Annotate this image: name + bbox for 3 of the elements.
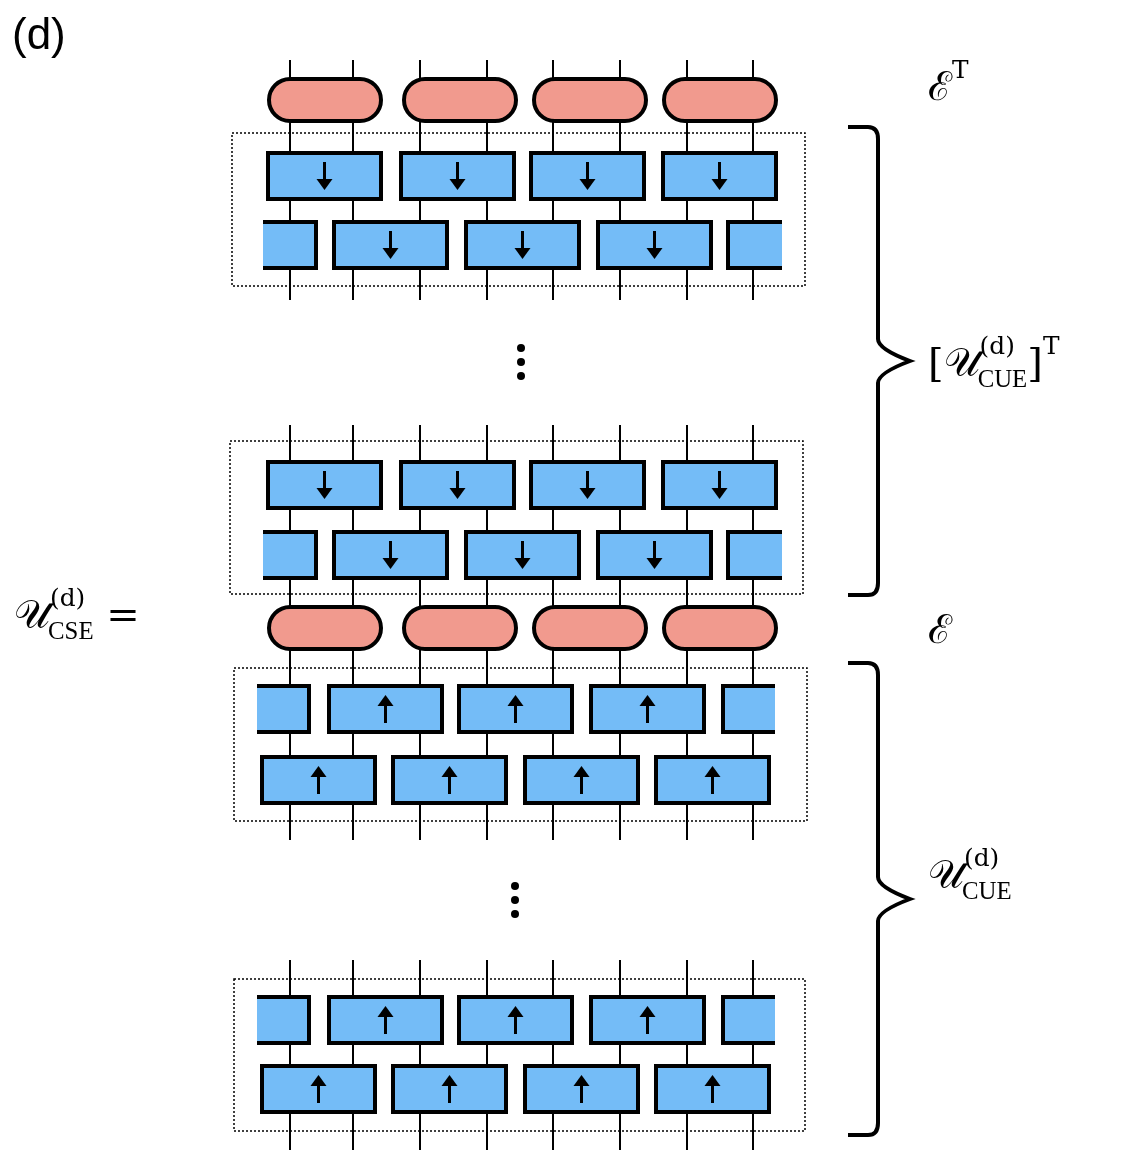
math-label: ℰ$^{T}$	[928, 62, 969, 110]
math-label: ℰ	[928, 605, 952, 653]
panel-label: (d)	[12, 8, 66, 60]
